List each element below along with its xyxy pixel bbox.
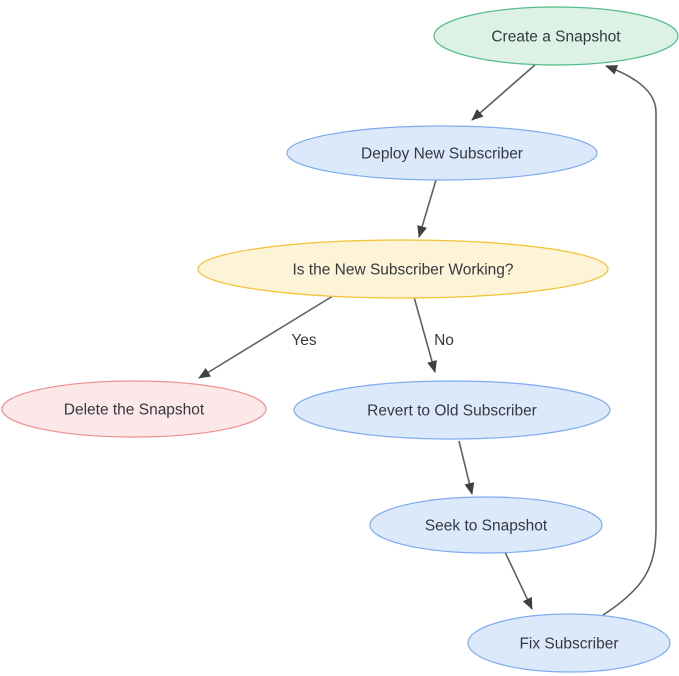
edge-label-yes: Yes xyxy=(291,332,317,349)
node-seek-to-snapshot: Seek to Snapshot xyxy=(369,496,603,554)
edge-label-no: No xyxy=(434,332,454,349)
node-label: Delete the Snapshot xyxy=(64,402,205,419)
edge-revert-to-seek xyxy=(458,440,475,495)
edge-labels: Yes No xyxy=(291,332,454,349)
node-is-the-new-subscriber-working: Is the New Subscriber Working? xyxy=(197,239,609,299)
node-create-a-snapshot: Create a Snapshot xyxy=(433,6,679,66)
node-shape xyxy=(369,496,603,554)
node-shape xyxy=(433,6,679,66)
edge-create-to-deploy xyxy=(471,63,537,121)
node-delete-the-snapshot: Delete the Snapshot xyxy=(1,380,267,438)
node-fix-subscriber: Fix Subscriber xyxy=(467,613,671,673)
node-shape xyxy=(1,380,267,438)
node-deploy-new-subscriber: Deploy New Subscriber xyxy=(286,125,598,181)
edge-seek-to-fix xyxy=(504,551,533,610)
node-label: Deploy New Subscriber xyxy=(361,146,523,163)
node-shape xyxy=(467,613,671,673)
node-shape xyxy=(293,380,611,440)
node-shape xyxy=(197,239,609,299)
node-shape xyxy=(286,125,598,181)
edge-deploy-to-working xyxy=(417,179,437,238)
node-label: Revert to Old Subscriber xyxy=(367,403,537,420)
node-revert-to-old-subscriber: Revert to Old Subscriber xyxy=(293,380,611,440)
node-label: Create a Snapshot xyxy=(491,29,621,46)
edges xyxy=(198,63,657,616)
edge-working-to-revert-no xyxy=(413,296,437,373)
node-label: Fix Subscriber xyxy=(519,636,618,653)
edge-working-to-delete-yes xyxy=(198,290,342,379)
node-label: Is the New Subscriber Working? xyxy=(292,262,513,279)
edge-fix-to-create xyxy=(602,65,657,616)
node-label: Seek to Snapshot xyxy=(425,518,548,535)
